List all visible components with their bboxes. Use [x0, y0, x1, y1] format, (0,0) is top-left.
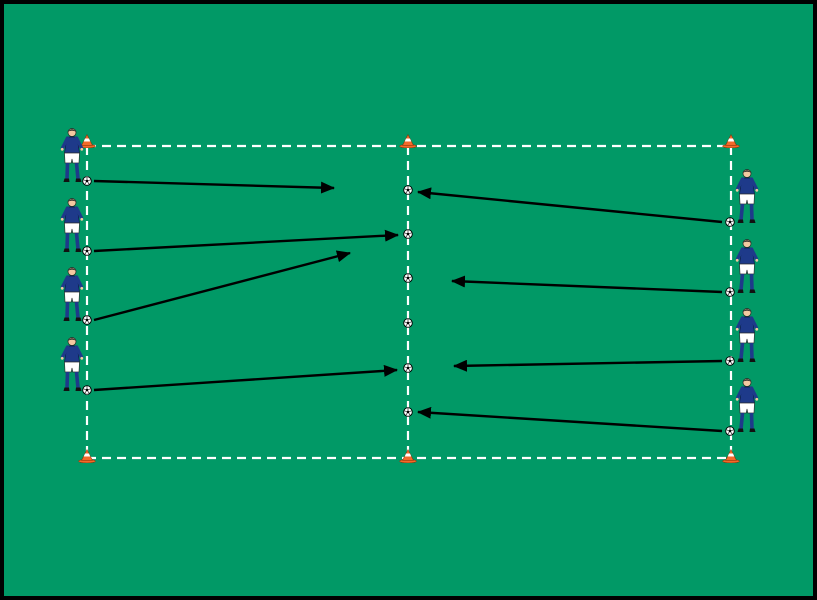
- soccer-ball-icon: [403, 185, 413, 195]
- soccer-ball-icon: [403, 363, 413, 373]
- pass-arrow-icon: [453, 359, 723, 372]
- soccer-ball-icon: [403, 273, 413, 283]
- pass-arrow-icon: [451, 275, 723, 294]
- pass-arrows: [93, 179, 723, 433]
- soccer-ball-icon: [82, 176, 92, 186]
- pass-arrow-icon: [417, 406, 723, 433]
- pass-arrow-icon: [417, 187, 723, 224]
- soccer-ball-icon: [725, 356, 735, 366]
- pass-arrow-icon: [93, 364, 398, 392]
- soccer-ball-icon: [725, 287, 735, 297]
- soccer-ball-icon: [403, 407, 413, 417]
- soccer-ball-icon: [82, 315, 92, 325]
- pass-arrow-icon: [93, 229, 399, 253]
- soccer-ball-icon: [725, 426, 735, 436]
- soccer-ball-icon: [403, 318, 413, 328]
- soccer-ball-icon: [82, 385, 92, 395]
- soccer-ball-icon: [403, 229, 413, 239]
- soccer-ball-icon: [82, 246, 92, 256]
- soccer-ball-icon: [725, 217, 735, 227]
- pass-arrow-icon: [93, 250, 351, 322]
- pass-arrow-icon: [93, 179, 335, 194]
